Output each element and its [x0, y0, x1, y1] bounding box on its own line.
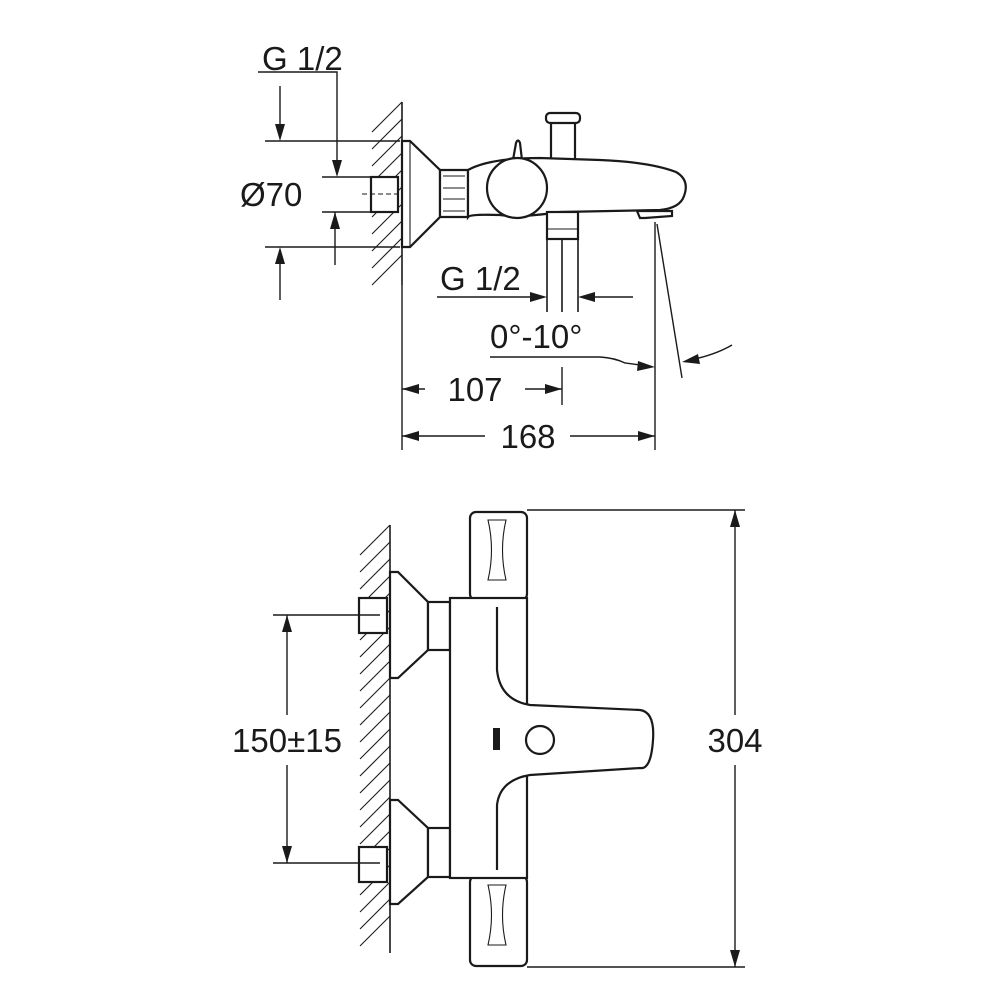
extension-lines [273, 614, 380, 864]
spout-angle-label: 0°-10° [490, 318, 582, 355]
height-label: 304 [707, 722, 762, 759]
hatch-line [359, 898, 391, 930]
temperature-handle [485, 156, 549, 220]
lower-inlet-stub [357, 845, 389, 884]
diverter-stem [549, 118, 577, 162]
angle-leader [490, 356, 649, 367]
outlet-distance-label: 107 [447, 371, 502, 408]
bottom-outlet [545, 210, 580, 241]
union-nut [438, 168, 470, 219]
wall-flange [400, 139, 442, 249]
lower-flange [388, 798, 430, 906]
hatch-line [359, 728, 391, 760]
outlet-thread-label: G 1/2 [440, 260, 521, 297]
hatch-line [359, 541, 391, 573]
hatch-line [371, 101, 403, 133]
inlet-pipe-stub [369, 175, 400, 214]
inlet-thread-label: G 1/2 [262, 40, 343, 77]
arrow-head [682, 354, 700, 364]
hatch-line [359, 745, 391, 777]
hatch-line [359, 694, 391, 726]
inlet-thread-leader [258, 71, 338, 170]
arrow-head [637, 361, 655, 371]
flange-diameter-label: Ø70 [240, 176, 302, 213]
hatch-line [359, 796, 391, 828]
spout-outline [495, 607, 655, 870]
diverter-knob [544, 111, 582, 125]
diverter-button [524, 724, 556, 756]
grip-groove [487, 884, 507, 946]
arrow-head [332, 160, 342, 177]
hatch-line [371, 237, 403, 269]
hatch-line [371, 220, 403, 252]
nut-facets [443, 175, 465, 212]
hatch-line [371, 254, 403, 286]
hatch-line [359, 762, 391, 794]
hatch-line [359, 915, 391, 947]
indicator-mark [493, 728, 500, 750]
grip-groove [487, 519, 507, 581]
aerator [635, 209, 674, 220]
hatch-line [359, 660, 391, 692]
hatch-line [359, 779, 391, 811]
hatch-line [359, 524, 391, 556]
front-view: 150±15 304 [232, 509, 763, 968]
hatch-line [371, 118, 403, 150]
upper-nut [426, 600, 452, 652]
inlet-spacing-label: 150±15 [232, 722, 342, 759]
hatch-line [359, 558, 391, 590]
arrow-heads [402, 384, 562, 394]
extension-lines [527, 509, 745, 968]
arrow-heads [530, 292, 595, 302]
lower-nut [426, 826, 452, 879]
upper-flange [388, 570, 430, 680]
outlet-pipe [546, 239, 579, 312]
projection-label: 168 [500, 418, 555, 455]
side-view: G 1/2 Ø70 G 1/2 0°-10° 107 168 [240, 40, 733, 455]
hatch-line [359, 711, 391, 743]
hatch-line [359, 643, 391, 675]
hatch-line [359, 813, 391, 845]
temperature-handle-cap [468, 510, 529, 602]
hatch-line [359, 881, 391, 913]
lever-tab [511, 139, 524, 162]
flow-handle-cap [468, 874, 529, 968]
angled-spout-line [656, 223, 683, 379]
hatch-line [359, 677, 391, 709]
dimension-extension-lines [265, 140, 400, 248]
